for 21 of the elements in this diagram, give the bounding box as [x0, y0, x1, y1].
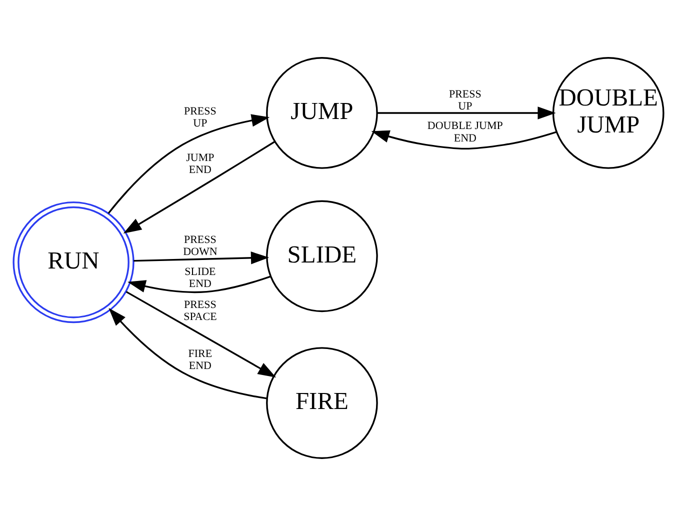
arrow [126, 290, 276, 377]
node-circle: SLIDE [266, 200, 378, 312]
node-circle: DOUBLE JUMP [552, 56, 664, 168]
edge-label: FIRE END [188, 347, 212, 372]
node-circle: FIRE [266, 346, 378, 458]
arrow [371, 130, 557, 150]
node-circle: JUMP [266, 56, 378, 168]
edge-label: DOUBLE JUMP END [427, 120, 503, 144]
edge-label: JUMP END [186, 151, 214, 176]
arrow [134, 251, 270, 264]
arrow [377, 106, 556, 119]
arrow [108, 114, 270, 214]
edge-label: PRESS SPACE [184, 298, 217, 323]
edge-label: PRESS DOWN [183, 233, 218, 258]
arrow [128, 275, 271, 293]
arrow [123, 140, 276, 233]
edge-label: PRESS UP [448, 88, 482, 112]
edge-label: SLIDE END [184, 265, 216, 290]
node-circle: RUN [12, 200, 134, 323]
edge-label: PRESS UP [184, 104, 216, 130]
arrow [108, 307, 268, 399]
